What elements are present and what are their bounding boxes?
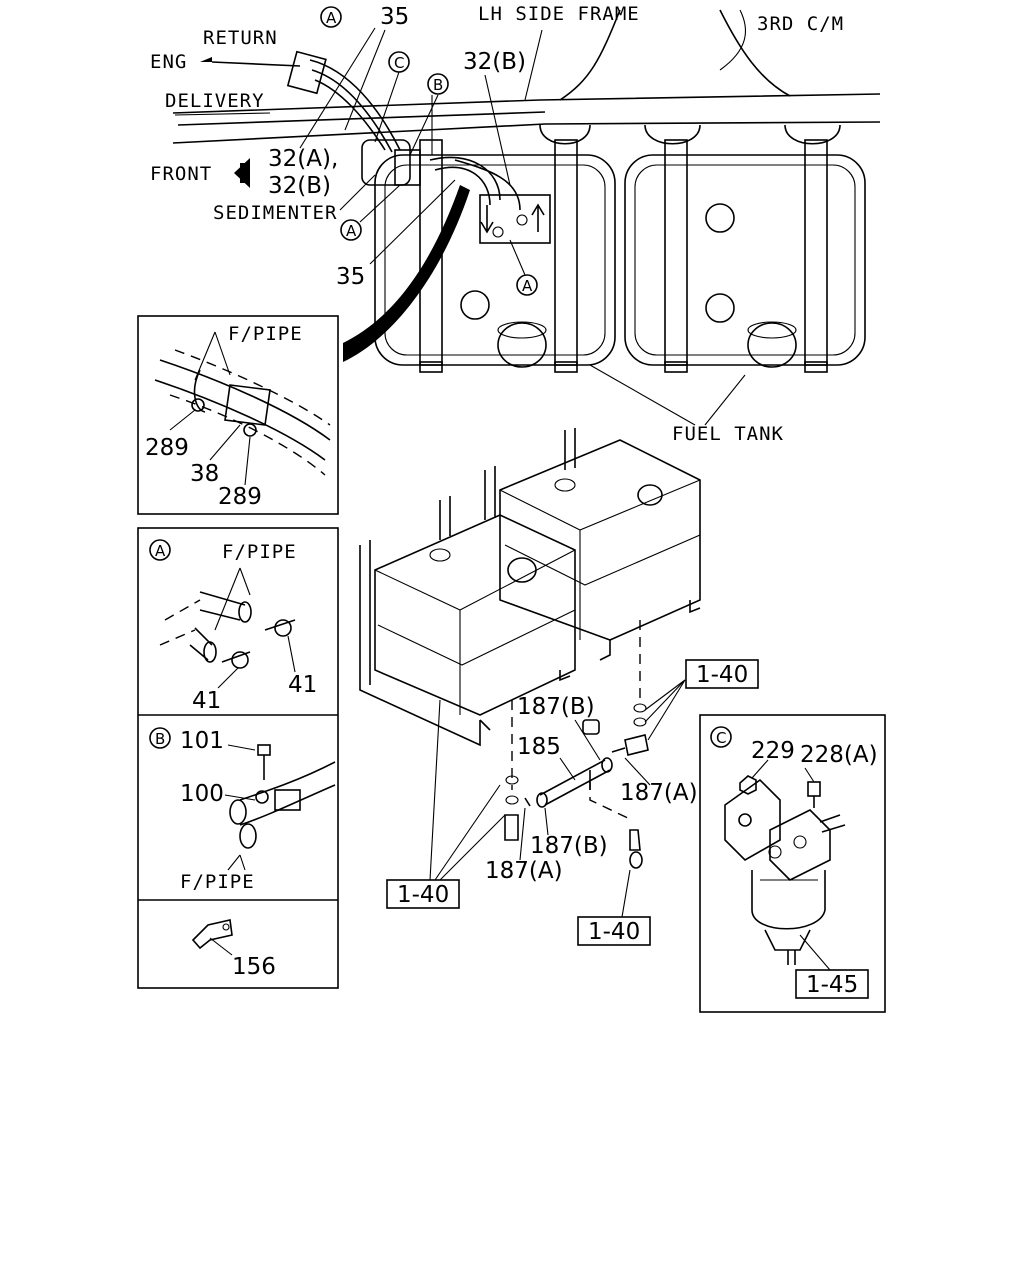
eng-label: ENG (150, 51, 187, 73)
svg-text:A: A (326, 9, 337, 27)
callout-100: 100 (180, 781, 224, 807)
return-label: RETURN (203, 27, 278, 49)
ref-box-1-45: 1-45 (795, 969, 869, 999)
svg-text:A: A (155, 542, 166, 560)
svg-text:1-40: 1-40 (696, 662, 748, 688)
callout-101: 101 (180, 728, 224, 754)
svg-text:1-45: 1-45 (806, 972, 858, 998)
svg-text:1-40: 1-40 (588, 919, 640, 945)
inset-details (137, 527, 339, 989)
ref-box-1-40-bottom: 1-40 (577, 916, 651, 946)
svg-text:C: C (716, 729, 726, 747)
callout-35-top: 35 (380, 4, 409, 30)
inset-sedimenter-detail (699, 714, 886, 1013)
ref-box-1-40-right: 1-40 (685, 659, 759, 689)
callout-228a: 228(A) (800, 742, 878, 768)
svg-text:B: B (155, 730, 165, 748)
svg-text:B: B (433, 76, 443, 94)
callout-289b: 289 (218, 484, 262, 510)
callout-156: 156 (232, 954, 276, 980)
circle-b-inset: B (149, 727, 171, 749)
callout-32b-top: 32(B) (463, 49, 526, 75)
front-label: FRONT (150, 163, 212, 185)
circle-c-top: C (388, 51, 410, 73)
callout-41a: 41 (192, 688, 221, 714)
delivery-label: DELIVERY (165, 90, 265, 112)
fpipe-label-inset1: F/PIPE (228, 323, 303, 345)
svg-text:A: A (522, 277, 533, 295)
callout-32a: 32(A), (268, 146, 338, 172)
callout-38: 38 (190, 461, 219, 487)
callout-289a: 289 (145, 435, 189, 461)
third-crossmember-label: 3RD C/M (757, 13, 844, 35)
callout-187b-upper: 187(B) (517, 694, 595, 720)
isometric-tanks (359, 428, 701, 918)
callout-187b-lower: 187(B) (530, 833, 608, 859)
circle-a-top: A (320, 6, 342, 28)
lh-side-frame-label: LH SIDE FRAME (478, 3, 640, 25)
callout-185: 185 (517, 734, 561, 760)
svg-text:1-40: 1-40 (397, 882, 449, 908)
circle-b-top: B (427, 73, 449, 95)
callout-187a-lower: 187(A) (485, 858, 563, 884)
circle-c-inset: C (710, 726, 732, 748)
fpipe-label-inset2: F/PIPE (222, 541, 297, 563)
circle-a-sedimenter: A (340, 219, 362, 241)
callout-41b: 41 (288, 672, 317, 698)
fuel-tank-label: FUEL TANK (672, 423, 784, 445)
ref-box-1-40-left: 1-40 (386, 879, 460, 909)
inset-fpipe-clip (137, 315, 339, 515)
callout-32b: 32(B) (268, 173, 331, 199)
callout-35-lower: 35 (336, 264, 365, 290)
circle-a-inset: A (149, 539, 171, 561)
svg-text:A: A (346, 222, 357, 240)
callout-187a-right: 187(A) (620, 780, 698, 806)
sedimenter-label: SEDIMENTER (213, 202, 337, 224)
fpipe-label-inset3: F/PIPE (180, 871, 255, 893)
circle-a-valve: A (516, 274, 538, 296)
top-assembly (172, 9, 881, 426)
callout-229: 229 (751, 738, 795, 764)
svg-text:C: C (394, 54, 404, 72)
